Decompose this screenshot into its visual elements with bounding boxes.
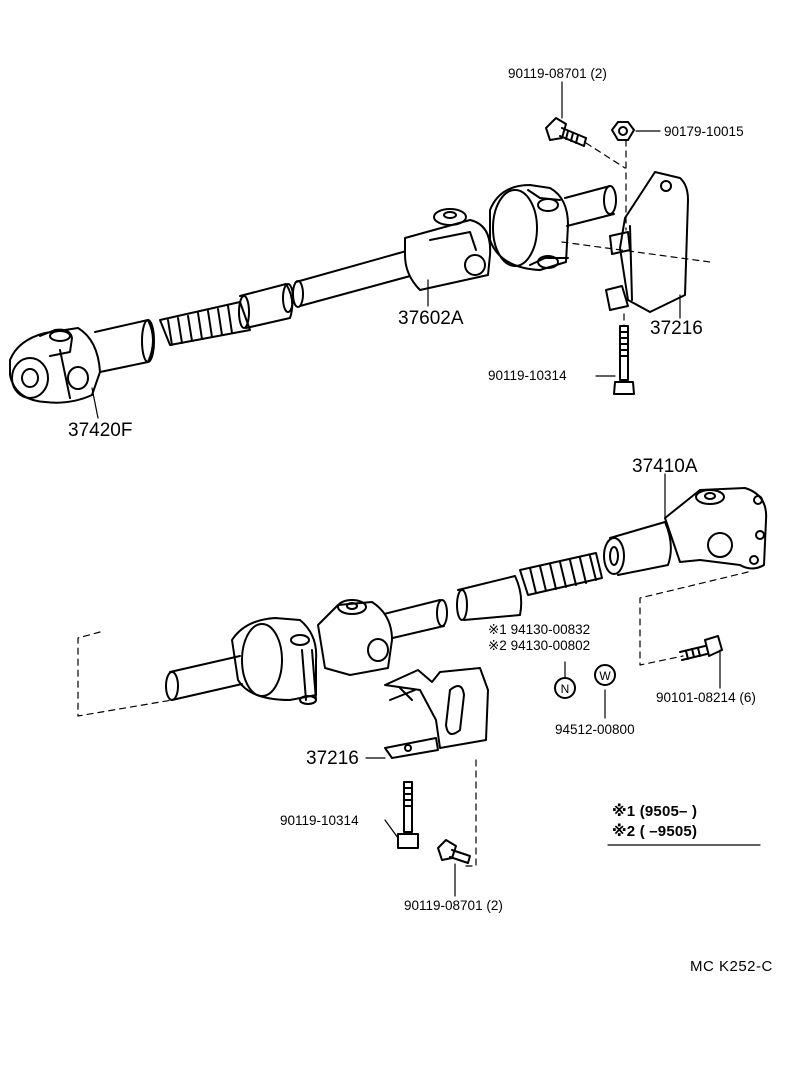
center-shaft-tube (292, 248, 418, 308)
leader-lines (91, 81, 761, 897)
label-nut-variant-2: ※2 94130-00802 (488, 638, 591, 653)
long-bolt-bottom (397, 781, 419, 849)
label-nut-variant-1: ※1 94130-00832 (488, 622, 591, 637)
label-shaft-center: 37602A (398, 308, 464, 329)
rear-shaft-stub (564, 185, 617, 227)
label-bracket-bottom: 37216 (306, 748, 359, 769)
front-universal-joint-yoke (9, 327, 101, 404)
bracket-top (605, 171, 689, 313)
flange-nut-top (611, 121, 635, 141)
nut-circle-text: N (561, 682, 570, 696)
mid-shaft-tube (379, 599, 448, 641)
flange-bolt (679, 635, 723, 661)
washer-symbol-W: W (594, 664, 616, 686)
label-bolt-bottom: 90119-08701 (2) (404, 898, 503, 913)
center-bearing-bottom (231, 617, 318, 705)
label-bracket-top: 37216 (650, 318, 703, 339)
rear-shaft-tube (603, 521, 672, 576)
assembly-dashed-lines (77, 139, 749, 867)
label-washer: 94512-00800 (555, 722, 635, 737)
bolt-top (545, 117, 587, 147)
note-2: ※2 ( –9505) (612, 823, 698, 840)
bracket-bottom (384, 667, 489, 759)
label-flange-rear: 37410A (632, 456, 698, 477)
note-1: ※1 (9505– ) (612, 803, 698, 820)
label-nut-top: 90179-10015 (664, 124, 744, 139)
label-bolt-flange: 90101-08214 (6) (656, 690, 756, 705)
front-spline-shaft (159, 283, 294, 346)
center-support-bearing (489, 184, 569, 271)
long-bolt-top (613, 325, 635, 395)
front-shaft-stub (165, 655, 243, 701)
mid-universal-joint (317, 599, 393, 676)
bolt-bottom (437, 839, 471, 864)
front-shaft-tube (94, 319, 155, 373)
label-bolt-long-top: 90119-10314 (488, 368, 567, 383)
label-bolt-top: 90119-08701 (2) (508, 66, 607, 81)
washer-circle-text: W (599, 669, 611, 683)
diagram-reference: MC K252-C (690, 958, 773, 975)
label-yoke-front: 37420F (68, 420, 133, 441)
rear-flange-yoke (664, 487, 768, 570)
center-universal-joint (404, 208, 492, 291)
nut-symbol-N: N (554, 677, 576, 699)
slip-spline-shaft (456, 552, 603, 621)
label-bolt-long-bottom: 90119-10314 (280, 813, 359, 828)
